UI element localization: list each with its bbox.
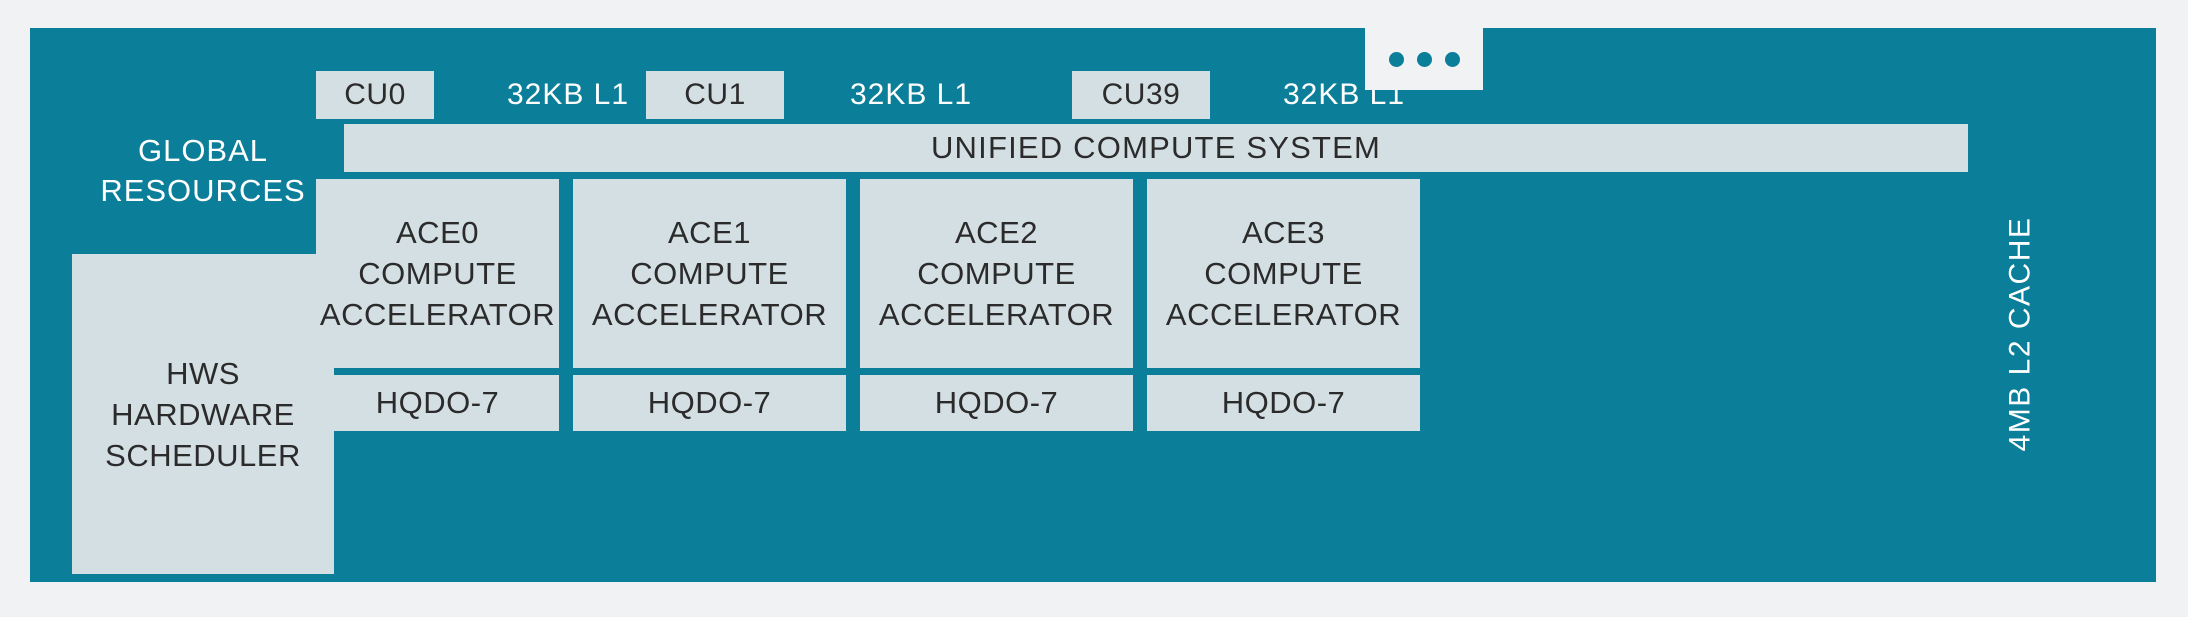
- unified-compute-system-bar[interactable]: UNIFIED COMPUTE SYSTEM: [344, 124, 1968, 172]
- ace1-line-3: ACCELERATOR: [591, 297, 828, 332]
- ace3-id: ACE3: [1242, 215, 1325, 250]
- ellipsis-dot-1: [1388, 51, 1404, 67]
- l1-cache-cu1-label: 32KB L1: [849, 78, 973, 111]
- ace2-compute-accelerator[interactable]: ACE2 COMPUTE ACCELERATOR: [860, 179, 1133, 368]
- ace3-compute-accelerator[interactable]: ACE3 COMPUTE ACCELERATOR: [1147, 179, 1420, 368]
- ace2-line-2: COMPUTE: [917, 256, 1076, 291]
- ace1-hqd-label: HQDO-7: [647, 385, 772, 420]
- hws-line-1: HWS: [166, 355, 240, 391]
- compute-unit-ellipsis-icon: [1365, 28, 1483, 90]
- global-resources-label: GLOBAL RESOURCES: [72, 123, 334, 219]
- compute-unit-cu1-label: CU1: [684, 78, 746, 111]
- unified-compute-system-label: UNIFIED COMPUTE SYSTEM: [930, 130, 1382, 165]
- l1-cache-cu0: 32KB L1: [450, 71, 686, 119]
- ace3-line-3: ACCELERATOR: [1165, 297, 1402, 332]
- l2-cache-label: 4MB L2 CACHE: [1985, 124, 2055, 544]
- ace0-id: ACE0: [396, 215, 479, 250]
- ace2-line-3: ACCELERATOR: [878, 297, 1115, 332]
- ellipsis-dot-2: [1416, 51, 1432, 67]
- ace2-id: ACE2: [955, 215, 1038, 250]
- ace1-compute-accelerator[interactable]: ACE1 COMPUTE ACCELERATOR: [573, 179, 846, 368]
- ace3-hqd-label: HQDO-7: [1221, 385, 1346, 420]
- ace1-hqd-queue[interactable]: HQDO-7: [573, 375, 846, 431]
- ace1-line-2: COMPUTE: [630, 256, 789, 291]
- compute-unit-cu0[interactable]: CU0: [316, 71, 434, 119]
- compute-unit-cu39-label: CU39: [1101, 78, 1181, 111]
- compute-unit-cu0-label: CU0: [344, 78, 406, 111]
- global-resources-line-2: RESOURCES: [100, 173, 306, 208]
- ace0-line-2: COMPUTE: [358, 256, 517, 291]
- hws-hardware-scheduler-box[interactable]: HWS HARDWARE SCHEDULER: [72, 254, 334, 574]
- l2-cache-text: 4MB L2 CACHE: [2003, 216, 2036, 452]
- ace0-hqd-label: HQDO-7: [375, 385, 500, 420]
- ace2-hqd-queue[interactable]: HQDO-7: [860, 375, 1133, 431]
- ace2-hqd-label: HQDO-7: [934, 385, 1059, 420]
- ace0-line-3: ACCELERATOR: [319, 297, 556, 332]
- l1-cache-cu1: 32KB L1: [796, 71, 1026, 119]
- hws-line-2: HARDWARE: [111, 396, 295, 432]
- ace3-hqd-queue[interactable]: HQDO-7: [1147, 375, 1420, 431]
- ace1-id: ACE1: [668, 215, 751, 250]
- ace0-hqd-queue[interactable]: HQDO-7: [316, 375, 559, 431]
- compute-unit-cu1[interactable]: CU1: [646, 71, 784, 119]
- compute-unit-cu39[interactable]: CU39: [1072, 71, 1210, 119]
- hws-line-3: SCHEDULER: [105, 437, 301, 473]
- ellipsis-dot-3: [1444, 51, 1460, 67]
- ace0-compute-accelerator[interactable]: ACE0 COMPUTE ACCELERATOR: [316, 179, 559, 368]
- global-resources-line-1: GLOBAL: [137, 133, 269, 168]
- ace3-line-2: COMPUTE: [1204, 256, 1363, 291]
- l1-cache-cu0-label: 32KB L1: [506, 78, 630, 111]
- gpu-chip-frame: GLOBAL RESOURCES HWS HARDWARE SCHEDULER …: [30, 28, 2156, 582]
